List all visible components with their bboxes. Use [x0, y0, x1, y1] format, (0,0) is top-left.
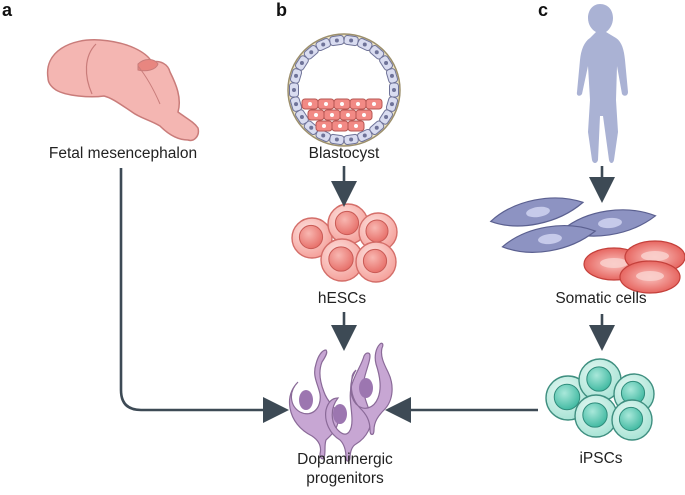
label-hescs: hESCs	[317, 290, 367, 307]
inner-cell-nucleus	[372, 102, 376, 106]
cell-nucleus	[582, 402, 608, 428]
hesc-cluster	[291, 203, 398, 283]
trophoblast-nucleus	[384, 60, 389, 65]
fibroblast-nucleus	[538, 233, 562, 245]
trophoblast-nucleus	[374, 50, 379, 55]
trophoblast-nucleus	[389, 102, 394, 107]
trophoblast-nucleus	[389, 73, 394, 78]
cell-nucleus	[586, 366, 612, 392]
cell-nucleus	[365, 219, 389, 243]
ipsc-cluster	[545, 358, 655, 441]
trophoblast-nucleus	[294, 73, 299, 78]
inner-cell-nucleus	[362, 113, 366, 117]
arrow-mesencephalon-to-progenitors	[119, 168, 289, 423]
cell-nucleus	[298, 224, 324, 250]
trophoblast-nucleus	[299, 115, 304, 120]
fibroblast-nucleus	[526, 206, 550, 218]
trophoblast-nucleus	[349, 38, 354, 43]
trophoblast-nucleus	[334, 137, 339, 142]
label-dopaminergic-line2: progenitors	[306, 470, 384, 487]
trophoblast-nucleus	[292, 88, 296, 92]
trophoblast-nucleus	[374, 125, 379, 130]
dopaminergic-progenitors-illustration	[288, 342, 393, 462]
trophoblast-nucleus	[334, 38, 339, 43]
trophoblast-nucleus	[384, 115, 389, 120]
inner-cell-nucleus	[322, 124, 326, 128]
cell-nucleus	[328, 246, 354, 272]
label-somatic-cells: Somatic cells	[555, 290, 647, 307]
inner-cell-nucleus	[314, 113, 318, 117]
inner-cell-nucleus	[356, 102, 360, 106]
blastocyst-illustration	[287, 33, 401, 147]
inner-cell-nucleus	[330, 113, 334, 117]
cell-nucleus	[553, 383, 581, 411]
inner-cell-nucleus	[338, 124, 342, 128]
fibroblast-nucleus	[598, 217, 622, 229]
trophoblast-nucleus	[362, 133, 367, 138]
panel-label-a: a	[2, 0, 13, 20]
trophoblast-nucleus	[321, 133, 326, 138]
trophoblast-nucleus	[349, 137, 354, 142]
panel-label-c: c	[538, 0, 549, 20]
inner-cell-nucleus	[308, 102, 312, 106]
cell-nucleus	[362, 248, 388, 274]
cell-nucleus	[334, 210, 360, 236]
inner-cell-nucleus	[354, 124, 358, 128]
inner-cell-nucleus	[346, 113, 350, 117]
somatic-cells-illustration	[489, 197, 685, 294]
trophoblast-nucleus	[362, 42, 367, 47]
trophoblast-nucleus	[392, 88, 396, 92]
trophoblast-nucleus	[294, 102, 299, 107]
fetal-mesencephalon-illustration	[46, 39, 200, 142]
trophoblast-nucleus	[321, 42, 326, 47]
trophoblast-nucleus	[309, 50, 314, 55]
panel-label-b: b	[276, 0, 287, 20]
label-blastocyst: Blastocyst	[308, 145, 380, 162]
human-silhouette-icon	[576, 4, 628, 163]
inner-cell-nucleus	[340, 102, 344, 106]
red-blood-cell-highlight	[641, 251, 669, 261]
cell-nucleus	[618, 406, 644, 432]
label-fetal-mesencephalon: Fetal mesencephalon	[48, 145, 198, 162]
label-dopaminergic-line1: Dopaminergic	[297, 451, 393, 468]
trophoblast-nucleus	[309, 125, 314, 130]
inner-cell-nucleus	[324, 102, 328, 106]
red-blood-cell-highlight	[636, 271, 664, 281]
trophoblast-nucleus	[299, 60, 304, 65]
label-ipscs: iPSCs	[579, 450, 623, 467]
label-dopaminergic-progenitors: Dopaminergic progenitors	[297, 450, 393, 488]
red-blood-cell-highlight	[600, 258, 628, 268]
